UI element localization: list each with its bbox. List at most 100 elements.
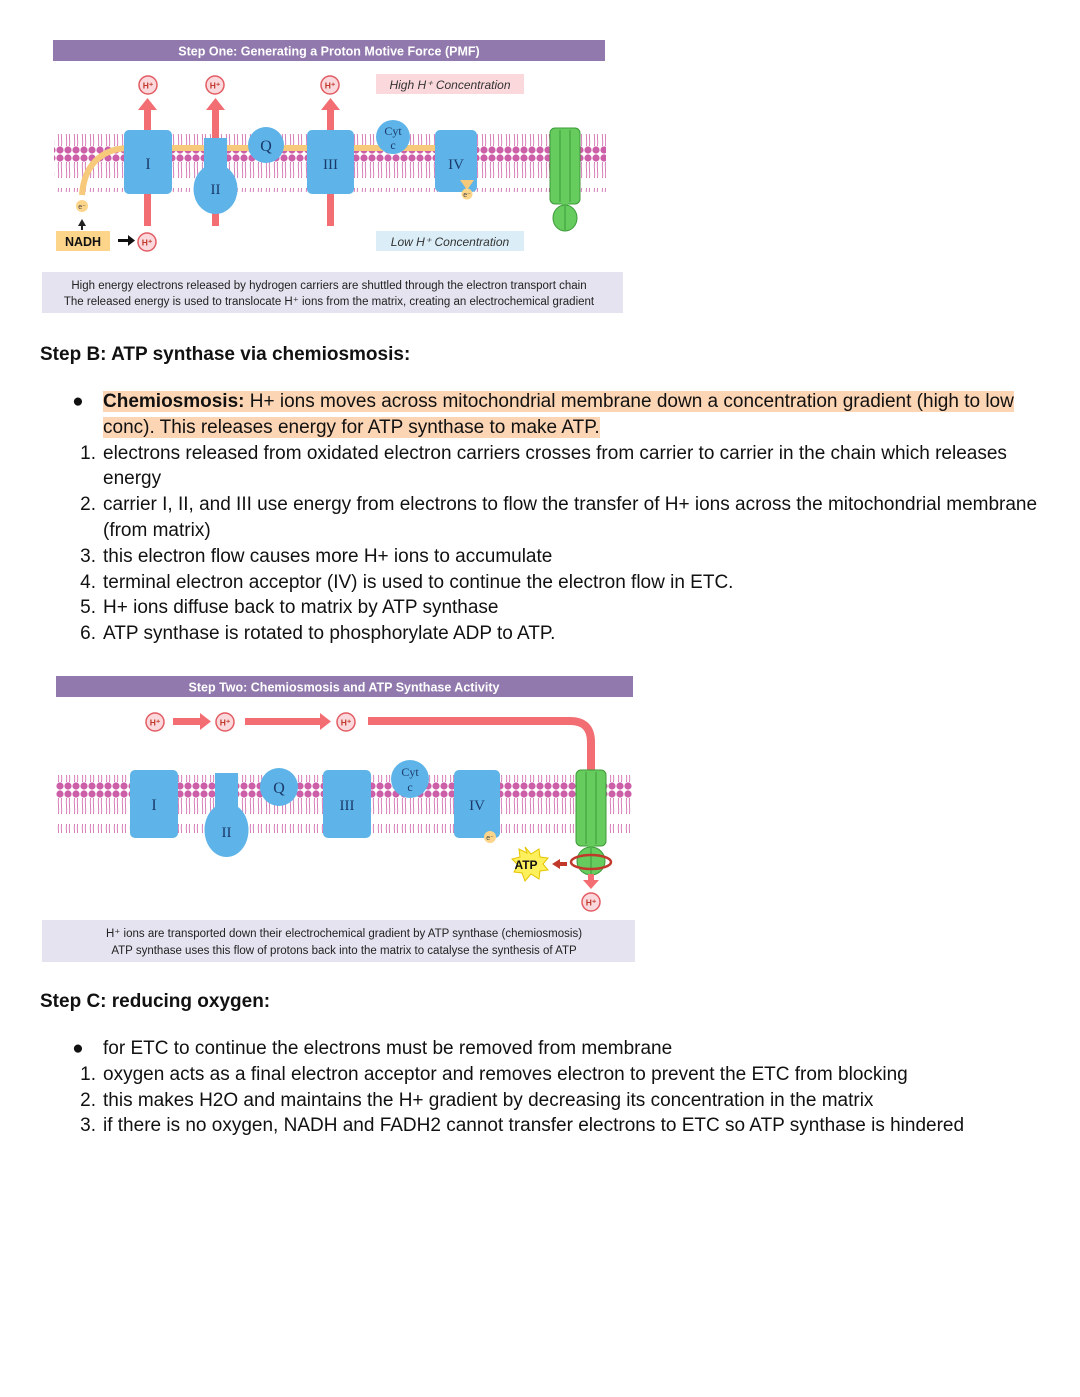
proton-badge-matrix [581, 892, 601, 912]
chemiosmosis-term: Chemiosmosis: [103, 391, 245, 412]
svg-text:H⁺: H⁺ [220, 718, 231, 728]
svg-text:e⁻: e⁻ [463, 192, 471, 199]
list-item: 5.H+ ions diffuse back to matrix by ATP … [80, 597, 499, 619]
proton-badges-top: H⁺ H⁺ H⁺ [138, 75, 340, 95]
complex-iii [307, 130, 354, 194]
electron-badge-iv [461, 188, 473, 200]
svg-text:H⁺: H⁺ [341, 718, 352, 728]
svg-text:H⁺: H⁺ [150, 718, 161, 728]
list-item: 3.if there is no oxygen, NADH and FADH2 … [80, 1115, 965, 1137]
cyt-label: Cyt [384, 124, 402, 138]
q-label: Q [260, 138, 272, 155]
complex-iii [323, 770, 371, 838]
complex-iv-label: IV [448, 157, 464, 173]
complex-iv [435, 130, 477, 192]
complex-iii-label: III [323, 157, 338, 173]
list-item: 1.electrons released from oxidated elect… [80, 442, 1007, 490]
proton-flow-arrows [173, 713, 595, 774]
list-item-text: for ETC to continue the electrons must b… [103, 1038, 673, 1059]
svg-text:H⁺: H⁺ [142, 238, 153, 248]
complex-ii [204, 803, 249, 857]
list-item: 4.terminal electron acceptor (IV) is use… [80, 571, 734, 593]
atp-synthase [569, 769, 613, 889]
ubiquinone-q [248, 127, 284, 163]
step-c-list: ● for ETC to continue the electrons must … [40, 1036, 1040, 1139]
figure1-title-bar [53, 40, 605, 61]
list-item-text: this makes H2O and maintains the H+ grad… [103, 1089, 874, 1111]
cytochrome-c [376, 120, 410, 154]
complex-i [124, 130, 172, 194]
electron-badge [484, 831, 496, 843]
complex-iv [454, 770, 500, 838]
complex-i-label: I [151, 797, 156, 814]
list-item-text: this electron flow causes more H+ ions t… [103, 545, 553, 567]
highlighted-definition: Chemiosmosis: H+ ions moves across mitoc… [103, 391, 1014, 438]
nadh-box [56, 231, 110, 251]
atp-starburst [511, 846, 549, 882]
figure1-caption-box [42, 272, 623, 313]
figure2-caption-line2: ATP synthase uses this flow of protons b… [111, 945, 577, 957]
figure1-caption-line2: The released energy is used to transloca… [64, 296, 595, 308]
list-item: 3.this electron flow causes more H+ ions… [80, 545, 553, 567]
atp-label: ATP [514, 858, 537, 872]
complex-i [130, 770, 178, 838]
list-item-text: ATP synthase is rotated to phosphorylate… [103, 623, 556, 645]
complex-i-label: I [145, 156, 150, 173]
proton-badges: H⁺ H⁺ H⁺ [145, 712, 356, 732]
bullet-marker: ● [72, 1038, 84, 1059]
svg-text:e⁻: e⁻ [78, 204, 86, 211]
step-b-heading: Step B: ATP synthase via chemiosmosis: [40, 344, 411, 365]
svg-text:H⁺: H⁺ [143, 81, 154, 91]
high-concentration-label: High H⁺ Concentration [389, 78, 510, 92]
step-c-heading: Step C: reducing oxygen: [40, 991, 271, 1012]
list-item-text: terminal electron acceptor (IV) is used … [103, 571, 734, 593]
complex-ii [193, 164, 238, 214]
chemiosmosis-definition: H+ ions moves across mitochondrial membr… [103, 391, 1014, 438]
pmf-diagram: Step One: Generating a Proton Motive For… [42, 40, 623, 313]
list-item: 2.carrier I, II, and III use energy from… [80, 494, 1038, 541]
complex-ii-label: II [211, 182, 221, 198]
figure2-caption-box [42, 920, 635, 962]
figure2-title-bar [56, 676, 633, 697]
cytochrome-c [391, 760, 429, 798]
low-concentration-label: Low H⁺ Concentration [391, 235, 510, 249]
complex-iv-label: IV [469, 798, 485, 814]
low-concentration-box [376, 231, 524, 251]
nadh-label: NADH [65, 235, 101, 249]
electron-badge [76, 200, 88, 212]
svg-text:H⁺: H⁺ [210, 81, 221, 91]
list-item-text: oxygen acts as a final electron acceptor… [103, 1063, 908, 1085]
chemiosmosis-bullet: ● Chemiosmosis: H+ ions moves across mit… [40, 389, 1040, 441]
list-item: ● for ETC to continue the electrons must … [40, 1036, 1040, 1062]
list-item: 6.ATP synthase is rotated to phosphoryla… [80, 623, 556, 645]
list-item-text: H+ ions diffuse back to matrix by ATP sy… [103, 597, 499, 619]
list-item: 2.this makes H2O and maintains the H+ gr… [80, 1089, 874, 1111]
figure2-caption-line1: H⁺ ions are transported down their elect… [106, 928, 582, 940]
right-arrow-icon [118, 239, 128, 242]
ubiquinone-q [260, 768, 298, 806]
bullet-marker: ● [72, 391, 84, 412]
cyt-c-label: c [407, 780, 412, 794]
list-item-text: electrons released from oxidated electro… [103, 442, 1007, 490]
complex-ii-label: II [222, 825, 232, 841]
left-arrow-icon [552, 859, 560, 869]
figure1-caption-line1: High energy electrons released by hydrog… [71, 280, 586, 292]
up-arrow-icon [78, 219, 86, 226]
list-item-text: carrier I, II, and III use energy from e… [103, 494, 1038, 541]
q-label: Q [273, 780, 285, 797]
svg-text:H⁺: H⁺ [325, 81, 336, 91]
high-concentration-box [376, 74, 524, 94]
atp-synthase [549, 127, 581, 232]
cyt-label: Cyt [401, 765, 419, 779]
svg-text:e⁻: e⁻ [486, 835, 494, 842]
cyt-c-label: c [390, 138, 395, 152]
svg-text:H⁺: H⁺ [586, 898, 597, 908]
figure-step-one: Step One: Generating a Proton Motive For… [40, 38, 625, 314]
figure1-title: Step One: Generating a Proton Motive For… [178, 45, 479, 59]
proton-badge-bottom [137, 232, 157, 252]
list-item: 1.oxygen acts as a final electron accept… [80, 1063, 908, 1085]
figure-step-two: Step Two: Chemiosmosis and ATP Synthase … [40, 674, 637, 964]
step-b-list: ● Chemiosmosis: H+ ions moves across mit… [40, 389, 1040, 647]
complex-iii-label: III [340, 798, 355, 814]
list-item-text: if there is no oxygen, NADH and FADH2 ca… [103, 1115, 965, 1137]
